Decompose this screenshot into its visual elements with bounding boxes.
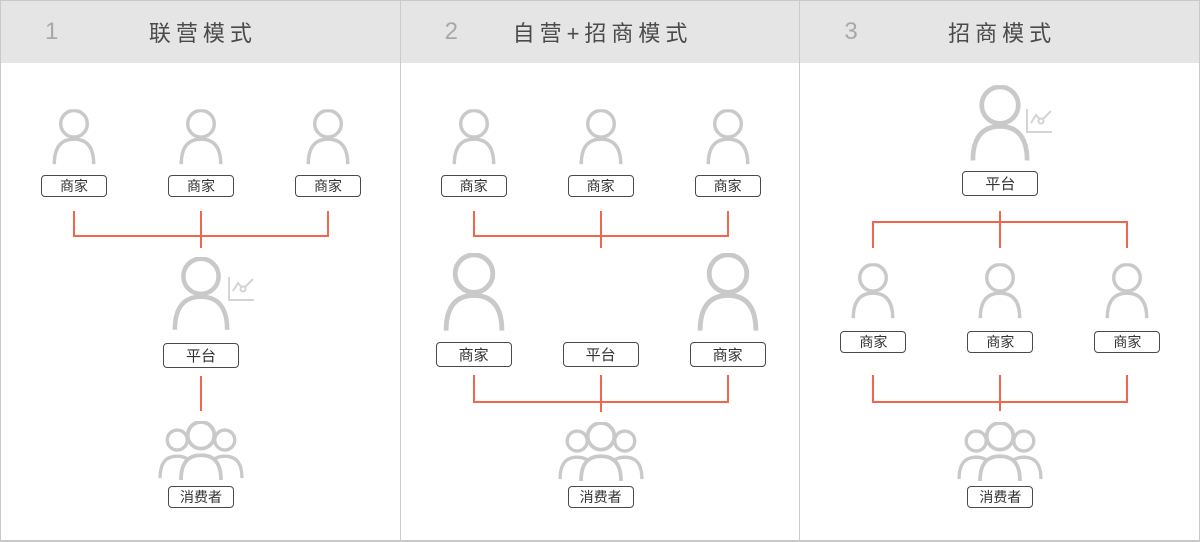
connector-line — [472, 211, 475, 236]
connector-line — [999, 211, 1002, 248]
model-column-3: 3 招商模式 平台 商家 商家 商家 — [799, 1, 1200, 540]
merchant-label: 商家 — [967, 331, 1034, 353]
merchant-label: 商家 — [689, 342, 766, 367]
platform-label: 平台 — [562, 342, 639, 367]
connector-line — [1126, 375, 1129, 402]
connector-line — [726, 211, 729, 236]
connector-line — [472, 375, 475, 402]
column-number: 2 — [444, 18, 459, 45]
column-header: 3 招商模式 — [800, 1, 1200, 63]
consumer-label: 消费者 — [967, 486, 1034, 508]
connector-line — [472, 235, 729, 237]
column-number: 3 — [844, 18, 858, 45]
connector-line — [872, 375, 875, 402]
merchant-label: 商家 — [694, 175, 761, 197]
connector-line — [327, 211, 329, 236]
connector-line — [200, 211, 202, 248]
column-title: 自营+招商模式 — [512, 21, 693, 46]
merchant-icon — [50, 109, 98, 166]
line-chart-icon — [1024, 107, 1054, 135]
connector-line — [872, 221, 1129, 223]
consumers-icon — [155, 421, 247, 480]
connector-line — [1126, 221, 1129, 248]
connector-line — [599, 211, 602, 248]
merchant-icon — [304, 109, 352, 166]
connector-line — [872, 221, 875, 248]
column-header: 1 联营模式 — [1, 1, 400, 63]
connector-line — [472, 401, 729, 403]
column-number: 1 — [45, 18, 59, 45]
consumers-icon — [954, 422, 1046, 481]
connector-line — [73, 211, 75, 236]
connector-line — [599, 375, 602, 412]
model-column-1: 1 联营模式 商家 商家 商家 平台 消费者 — [1, 1, 400, 540]
merchant-icon — [1103, 263, 1151, 320]
merchant-label: 商家 — [295, 175, 361, 197]
column-title: 招商模式 — [948, 21, 1057, 46]
merchant-icon — [849, 263, 897, 320]
platform-label: 平台 — [962, 171, 1039, 196]
merchant-label: 商家 — [840, 331, 907, 353]
merchant-icon — [704, 109, 752, 166]
connector-line — [726, 375, 729, 402]
connector-line — [872, 401, 1129, 403]
connector-line — [200, 376, 202, 411]
merchant-label: 商家 — [435, 342, 512, 367]
consumer-label: 消费者 — [168, 486, 234, 508]
platform-label: 平台 — [163, 343, 239, 368]
merchant-label: 商家 — [567, 175, 634, 197]
consumers-icon — [555, 422, 647, 481]
consumer-label: 消费者 — [567, 486, 634, 508]
connector-line — [999, 375, 1002, 411]
line-chart-icon — [226, 275, 256, 303]
platform-icon — [967, 85, 1033, 163]
merchant-icon — [694, 253, 762, 333]
connector-line — [73, 235, 329, 237]
merchant-label: 商家 — [440, 175, 507, 197]
merchant-label: 商家 — [1094, 331, 1161, 353]
merchant-icon — [440, 253, 508, 333]
merchant-icon — [976, 263, 1024, 320]
column-title: 联营模式 — [148, 21, 257, 46]
platform-icon — [169, 257, 233, 332]
merchant-icon — [450, 109, 498, 166]
column-header: 2 自营+招商模式 — [400, 1, 800, 63]
merchant-label: 商家 — [168, 175, 234, 197]
merchant-icon — [177, 109, 225, 166]
merchant-label: 商家 — [41, 175, 107, 197]
merchant-icon — [577, 109, 625, 166]
model-column-2: 2 自营+招商模式 商家 商家 商家 商家 平台 商家 — [399, 1, 800, 540]
